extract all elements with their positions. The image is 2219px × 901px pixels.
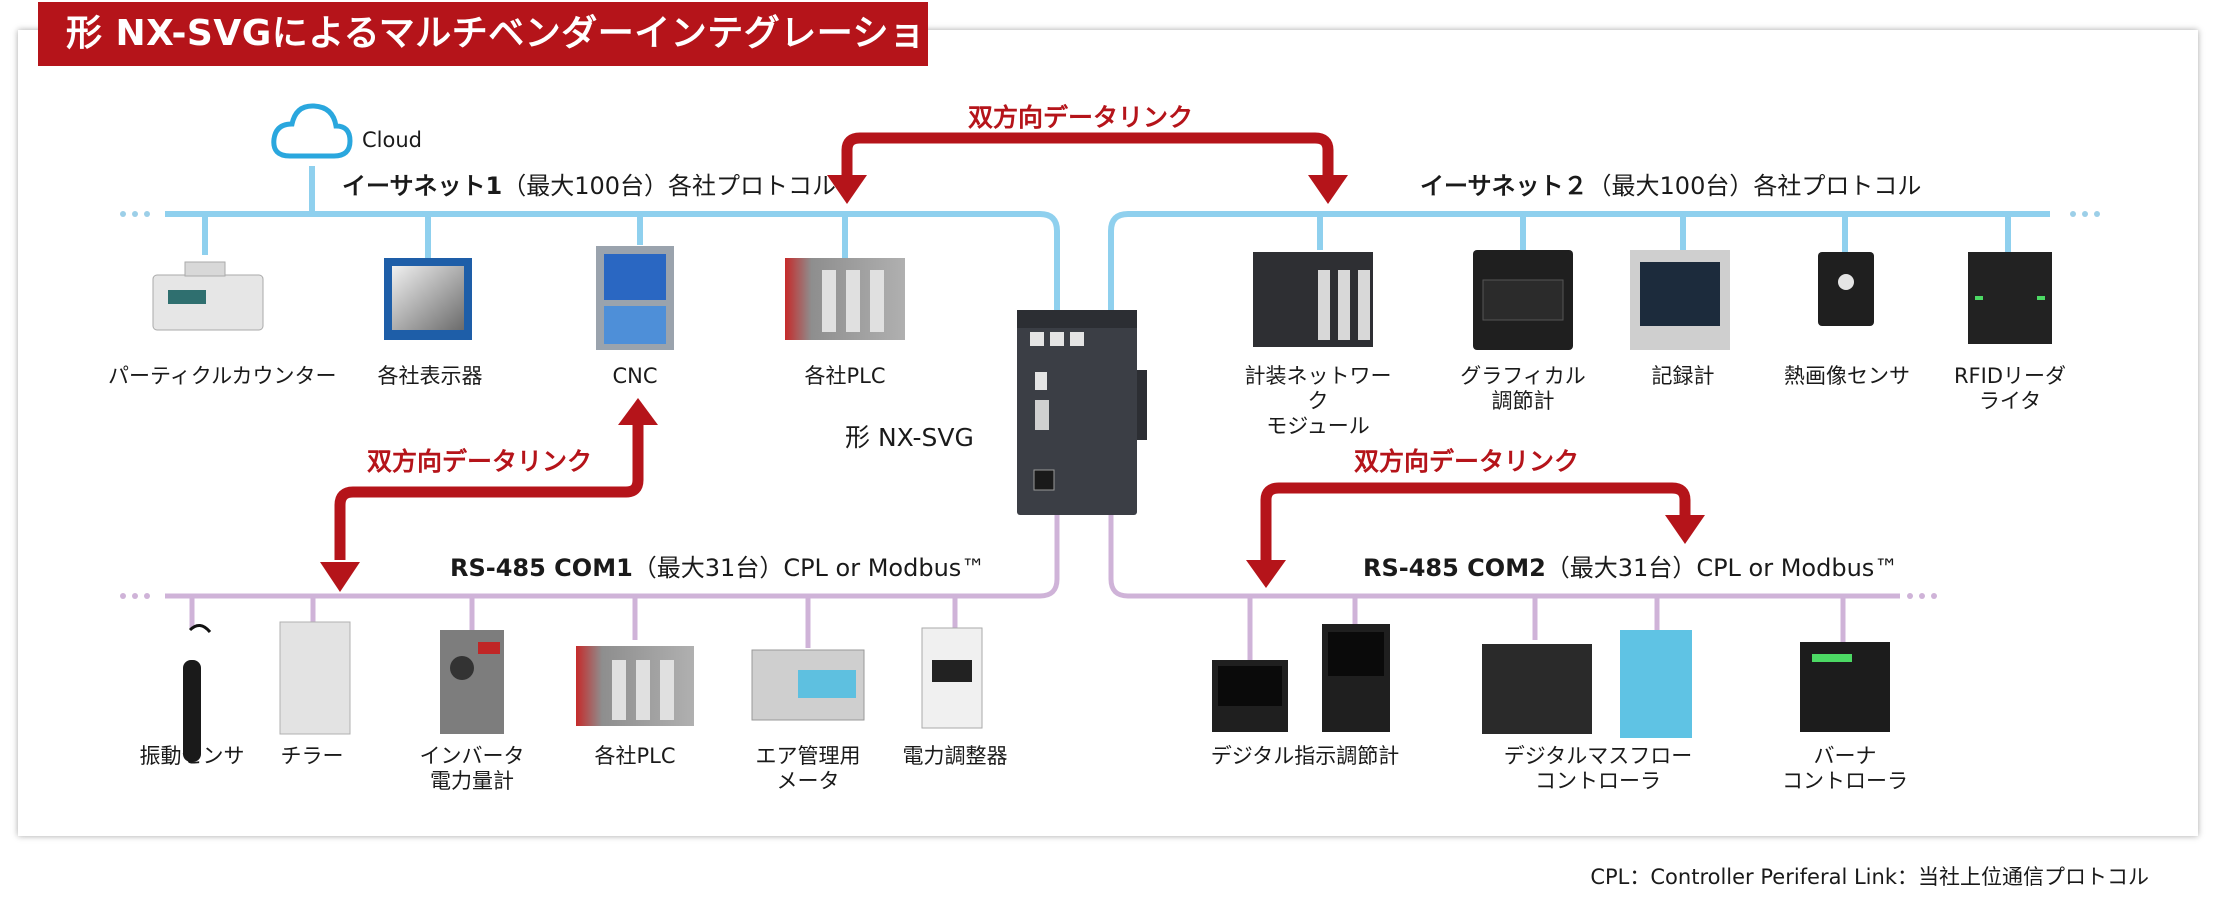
device-label: エア管理用 メータ <box>755 744 861 793</box>
datalink-label-right: 双方向データリンク <box>1354 447 1580 476</box>
plc-icon <box>576 646 694 726</box>
device-label: チラー <box>280 744 344 768</box>
cnc-icon <box>596 246 674 350</box>
device-label: デジタルマスフロー コントローラ <box>1503 744 1693 793</box>
ethernet2-title: イーサネット２（最大100台）各社プロトコル <box>1420 172 1922 200</box>
digital-mass-flow-controller-icon <box>1482 630 1692 738</box>
device-label: 各社PLC <box>594 744 676 768</box>
footnote: CPL：Controller Periferal Link：当社上位通信プロトコ… <box>1590 865 2149 889</box>
datalink-arrow-right <box>1260 482 1691 560</box>
device-label: デジタル指示調節計 <box>1210 744 1400 768</box>
datalink-label-left: 双方向データリンク <box>367 447 593 476</box>
device-label: 記録計 <box>1651 364 1715 388</box>
device-label: パーティクルカウンター <box>108 364 337 388</box>
vibration-sensor-icon <box>183 624 212 762</box>
datalink-arrow-left <box>334 425 644 560</box>
recorder-icon <box>1630 250 1730 350</box>
device-label: 各社PLC <box>804 364 886 388</box>
plc-icon <box>785 258 905 340</box>
inverter-icon <box>440 630 504 734</box>
device-label: インバータ 電力量計 <box>419 744 525 793</box>
thermal-sensor-icon <box>1818 252 1874 326</box>
particle-counter-icon <box>152 261 264 331</box>
bus-continuation-dots <box>120 211 2100 217</box>
ethernet2-bus <box>1108 211 2050 335</box>
cloud-label: Cloud <box>362 128 422 152</box>
device-label: 電力調整器 <box>902 744 1008 768</box>
power-regulator-icon <box>921 627 983 729</box>
datalink-label-top: 双方向データリンク <box>968 103 1194 132</box>
nx-svg-device-icon <box>1017 310 1147 515</box>
page-title: 形 NX-SVGによるマルチベンダーインテグレーション <box>38 2 928 118</box>
rs485-com2-bus <box>1108 512 1900 660</box>
chiller-icon <box>279 621 351 735</box>
device-label: RFIDリーダ ライタ <box>1953 364 2067 413</box>
ethernet1-bus <box>165 166 1060 335</box>
center-device-label: 形 NX-SVG <box>845 423 974 452</box>
burner-controller-icon <box>1800 642 1890 732</box>
device-label: CNC <box>612 364 658 388</box>
display-panel-icon <box>384 258 472 340</box>
instrument-network-module-icon <box>1253 252 1373 347</box>
rs485-com1-title: RS-485 COM1（最大31台）CPL or Modbus™ <box>450 554 986 582</box>
device-label: バーナ コントローラ <box>1782 744 1908 793</box>
digital-indicating-controller-icon <box>1212 624 1390 732</box>
device-label: 振動センサ <box>139 744 245 768</box>
rfid-reader-icon <box>1968 252 2052 344</box>
device-label: 各社表示器 <box>377 364 483 388</box>
device-label: 熱画像センサ <box>1784 364 1910 388</box>
cloud-icon <box>271 103 353 159</box>
rs485-com1-bus <box>165 512 1060 648</box>
device-label: 計装ネットワーク モジュール <box>1244 364 1392 438</box>
air-meter-icon <box>751 649 865 721</box>
graphical-controller-icon <box>1473 250 1573 350</box>
datalink-arrow-top <box>841 132 1334 180</box>
ethernet1-title: イーサネット1（最大100台）各社プロトコル <box>342 172 837 200</box>
rs485-com2-title: RS-485 COM2（最大31台）CPL or Modbus™ <box>1363 554 1899 582</box>
device-label: グラフィカル 調節計 <box>1460 364 1586 413</box>
